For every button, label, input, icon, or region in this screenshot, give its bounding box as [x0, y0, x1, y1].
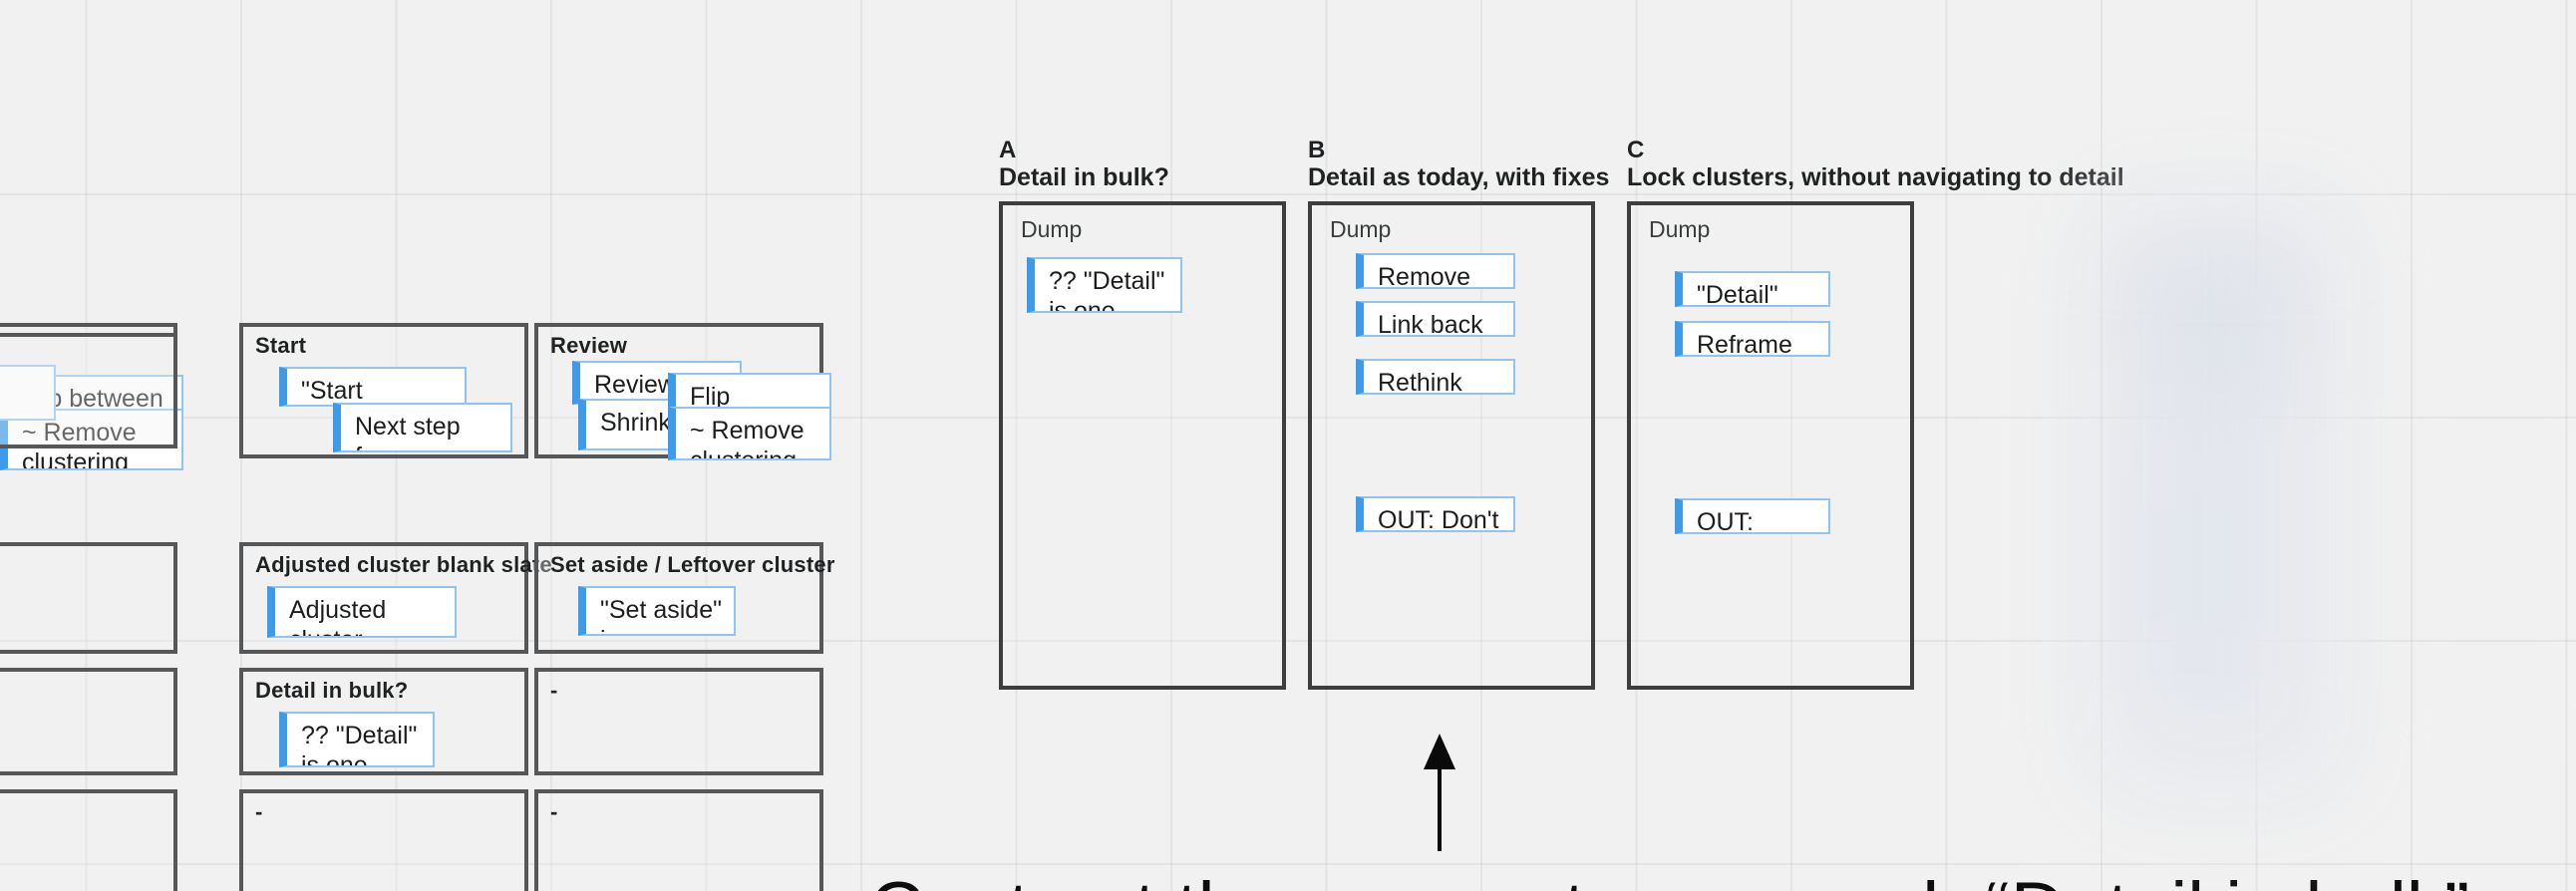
- note[interactable]: Remove drum-roll: [1356, 253, 1515, 289]
- arrow-up-shaft: [1438, 765, 1442, 851]
- note[interactable]: Flip between: [668, 373, 831, 409]
- dump-label: Dump: [1021, 219, 1083, 243]
- group-title: -: [550, 801, 558, 825]
- group-partial-left-third[interactable]: [0, 668, 177, 775]
- option-frame-b[interactable]: Dump Remove drum-roll Link back to Rethi…: [1308, 201, 1595, 690]
- option-title-b: Detail as today, with fixes: [1308, 163, 1610, 191]
- group-empty-dash-3[interactable]: -: [534, 789, 823, 891]
- note[interactable]: ?? "Detail" is one final action that: [279, 712, 435, 767]
- note[interactable]: "Start clustering": [279, 367, 467, 407]
- group-title: -: [550, 680, 558, 704]
- group-start[interactable]: Start "Start clustering" Next step from: [239, 323, 528, 458]
- note[interactable]: "Detail" toggles: [1675, 271, 1830, 307]
- group-detail-in-bulk[interactable]: Detail in bulk? ?? "Detail" is one final…: [239, 668, 528, 775]
- option-frame-c[interactable]: Dump "Detail" toggles Reframe what OUT: …: [1627, 201, 1914, 690]
- group-title: Adjusted cluster blank slate: [255, 554, 552, 578]
- blurred-distant-content: [2034, 120, 2576, 797]
- group-empty-dash-2[interactable]: -: [239, 789, 528, 891]
- note[interactable]: Reframe what: [1675, 321, 1830, 357]
- group-left-second-row[interactable]: e" is: [0, 333, 177, 448]
- option-title-c: Lock clusters, without navigating to det…: [1627, 163, 2124, 191]
- group-title: Review: [550, 335, 628, 359]
- note[interactable]: Rethink: [1356, 359, 1515, 395]
- group-adjusted-cluster[interactable]: Adjusted cluster blank slate Adjusted cl…: [239, 542, 552, 654]
- note[interactable]: ~ Remove clustering: [668, 407, 831, 460]
- option-letter-c: C: [1627, 136, 1645, 163]
- group-partial-left-top[interactable]: Flip between ~ Remove clustering: [0, 323, 183, 470]
- group-title: Start: [255, 335, 307, 359]
- note[interactable]: ?? "Detail" is one final action that: [1027, 257, 1182, 313]
- note[interactable]: OUT: Don't change: [1356, 496, 1515, 532]
- note[interactable]: Link back to: [1356, 301, 1515, 337]
- group-title: Set aside / Leftover cluster: [550, 554, 835, 578]
- group-title: -: [255, 801, 263, 825]
- arrow-up-head: [1424, 734, 1455, 769]
- group-title: Detail in bulk?: [255, 680, 409, 704]
- blur-shape: [2113, 448, 2253, 688]
- note[interactable]: "Set aside" is: [578, 586, 736, 636]
- option-title-a: Detail in bulk?: [999, 163, 1169, 191]
- group-left-row2[interactable]: e" is: [0, 542, 177, 654]
- group-empty-dash-1[interactable]: -: [534, 668, 823, 775]
- option-letter-a: A: [999, 136, 1017, 163]
- caption-text: Contrast three ways to approach “Detail …: [869, 869, 2469, 891]
- note[interactable]: Next step from: [333, 403, 512, 452]
- dump-label: Dump: [1330, 219, 1392, 243]
- note[interactable]: OUT: Rethink: [1675, 498, 1830, 534]
- group-partial-left-fourth[interactable]: [0, 789, 177, 891]
- group-review[interactable]: Review Review begins on Shrink mat Flip …: [534, 323, 831, 460]
- note[interactable]: Adjusted cluster: [267, 586, 457, 638]
- blur-shape: [2113, 239, 2303, 409]
- group-set-aside-leftover-cluster[interactable]: Set aside / Leftover cluster "Set aside"…: [534, 542, 834, 654]
- option-frame-a[interactable]: Dump ?? "Detail" is one final action tha…: [999, 201, 1286, 690]
- dump-label: Dump: [1649, 219, 1711, 243]
- note[interactable]: [0, 365, 56, 421]
- note[interactable]: ~ Remove clustering: [0, 409, 183, 470]
- option-letter-b: B: [1308, 136, 1326, 163]
